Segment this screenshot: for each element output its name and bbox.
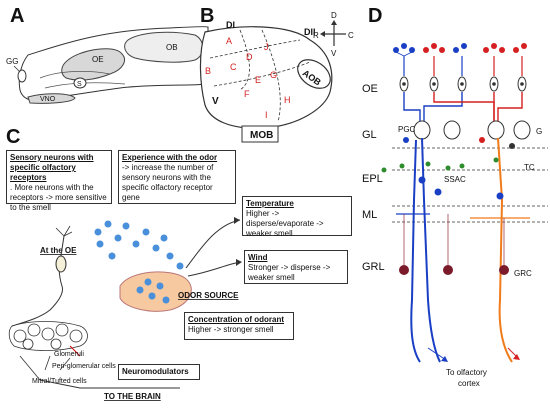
label-at-oe: At the OE xyxy=(40,246,77,255)
olfactory-bulb-shape xyxy=(124,31,204,63)
label-s: S xyxy=(77,81,82,88)
mitral-projections xyxy=(396,137,530,363)
layer-gl: GL xyxy=(362,129,377,141)
mob-label-box xyxy=(241,125,279,143)
zone-b: B xyxy=(205,66,211,76)
box-experience-body: -> increase the number of sensory neuron… xyxy=(122,163,214,202)
panel-b-label: B xyxy=(200,5,214,27)
grueneberg-ganglion-shape xyxy=(17,69,27,83)
compass-icon xyxy=(320,20,346,46)
vomeronasal-organ-shape xyxy=(27,93,76,104)
arrow-to-wind xyxy=(187,261,241,277)
layer-grl: GRL xyxy=(362,261,385,273)
layer-ml: ML xyxy=(362,209,377,221)
label-mob: MOB xyxy=(250,130,273,141)
cell-g: G xyxy=(536,127,542,136)
label-ob: OB xyxy=(166,43,178,52)
sensory-neurons xyxy=(393,43,527,130)
box-temperature-title: Temperature xyxy=(246,199,294,208)
box-concentration-title: Concentration of odorant xyxy=(188,315,284,324)
nasal-cavity-diagram xyxy=(13,26,209,104)
compass-c: C xyxy=(348,31,354,40)
compass-d: D xyxy=(331,11,337,20)
label-v: V xyxy=(212,96,219,107)
zone-i: I xyxy=(265,110,268,120)
glomeruli-row xyxy=(413,120,531,140)
label-mitral: Mitral/Tufted cells xyxy=(32,378,87,385)
box-temperature: Temperature Higher -> disperse/evaporate… xyxy=(242,196,352,238)
output-label-line2: cortex xyxy=(458,379,480,388)
label-di: DI xyxy=(226,20,235,30)
box-experience-title: Experience with the odor xyxy=(122,153,218,162)
box-concentration-body: Higher -> stronger smell xyxy=(188,325,274,334)
box-wind: Wind Stronger -> disperse -> weaker smel… xyxy=(244,250,348,284)
box-sensory-title: Sensory neurons with specific olfactory … xyxy=(10,153,94,182)
aob-shape xyxy=(297,59,331,89)
zone-f: F xyxy=(244,89,250,99)
box-sensory-neurons: Sensory neurons with specific olfactory … xyxy=(6,150,112,212)
label-periglomerular: Peri-glomerular cells xyxy=(52,363,116,370)
cell-tc: TC xyxy=(524,163,535,172)
box-experience: Experience with the odor -> increase the… xyxy=(118,150,236,204)
odor-source-blob xyxy=(119,271,192,312)
box-neuromodulators: Neuromodulators xyxy=(118,364,200,380)
zone-a: A xyxy=(226,36,232,46)
layer-dividers xyxy=(392,147,548,223)
main-olfactory-bulb-map xyxy=(199,26,333,129)
box-neuromodulators-title: Neuromodulators xyxy=(122,367,189,376)
compass-r: R xyxy=(313,31,319,40)
zone-e: E xyxy=(255,75,261,85)
cell-ssac: SSAC xyxy=(444,175,466,184)
box-concentration: Concentration of odorant Higher -> stron… xyxy=(184,312,294,340)
label-dii: DII xyxy=(304,27,316,37)
septal-organ-shape xyxy=(73,77,87,89)
label-odor-source: ODOR SOURCE xyxy=(178,291,239,300)
label-to-brain: TO THE BRAIN xyxy=(104,392,161,401)
label-gg: GG xyxy=(6,57,18,66)
cell-grc: GRC xyxy=(514,269,532,278)
cell-pgc: PGC xyxy=(398,125,416,134)
box-temperature-body: Higher -> disperse/evaporate -> weaker s… xyxy=(246,209,324,238)
label-vno: VNO xyxy=(40,96,56,103)
box-sensory-body: . More neurons with the receptors -> mor… xyxy=(10,183,107,212)
panel-d-label: D xyxy=(368,5,382,27)
olfactory-epithelium-shape xyxy=(61,48,125,81)
panel-c-label: C xyxy=(6,126,20,148)
short-axon-cells xyxy=(381,157,499,173)
zone-c: C xyxy=(230,62,237,72)
layer-oe: OE xyxy=(362,83,378,95)
zone-j: J xyxy=(264,42,269,52)
olfactory-neuron-drawing xyxy=(8,225,180,389)
periglomerular-cells xyxy=(403,137,515,149)
output-label-line1: To olfactory xyxy=(446,368,487,377)
label-glomeruli: Glomeruli xyxy=(54,351,84,358)
tufted-cells xyxy=(418,176,504,200)
compass-v: V xyxy=(331,49,337,58)
box-wind-title: Wind xyxy=(248,253,268,262)
granule-cells xyxy=(399,214,509,275)
layer-epl: EPL xyxy=(362,173,383,185)
odorant-molecules xyxy=(94,220,184,270)
label-oe: OE xyxy=(92,55,104,64)
panel-a-label: A xyxy=(10,5,24,27)
zone-g: G xyxy=(270,70,277,80)
box-wind-body: Stronger -> disperse -> weaker smell xyxy=(248,263,331,282)
zone-h: H xyxy=(284,95,291,105)
zone-d: D xyxy=(246,52,253,62)
arrow-to-temperature xyxy=(185,219,241,269)
